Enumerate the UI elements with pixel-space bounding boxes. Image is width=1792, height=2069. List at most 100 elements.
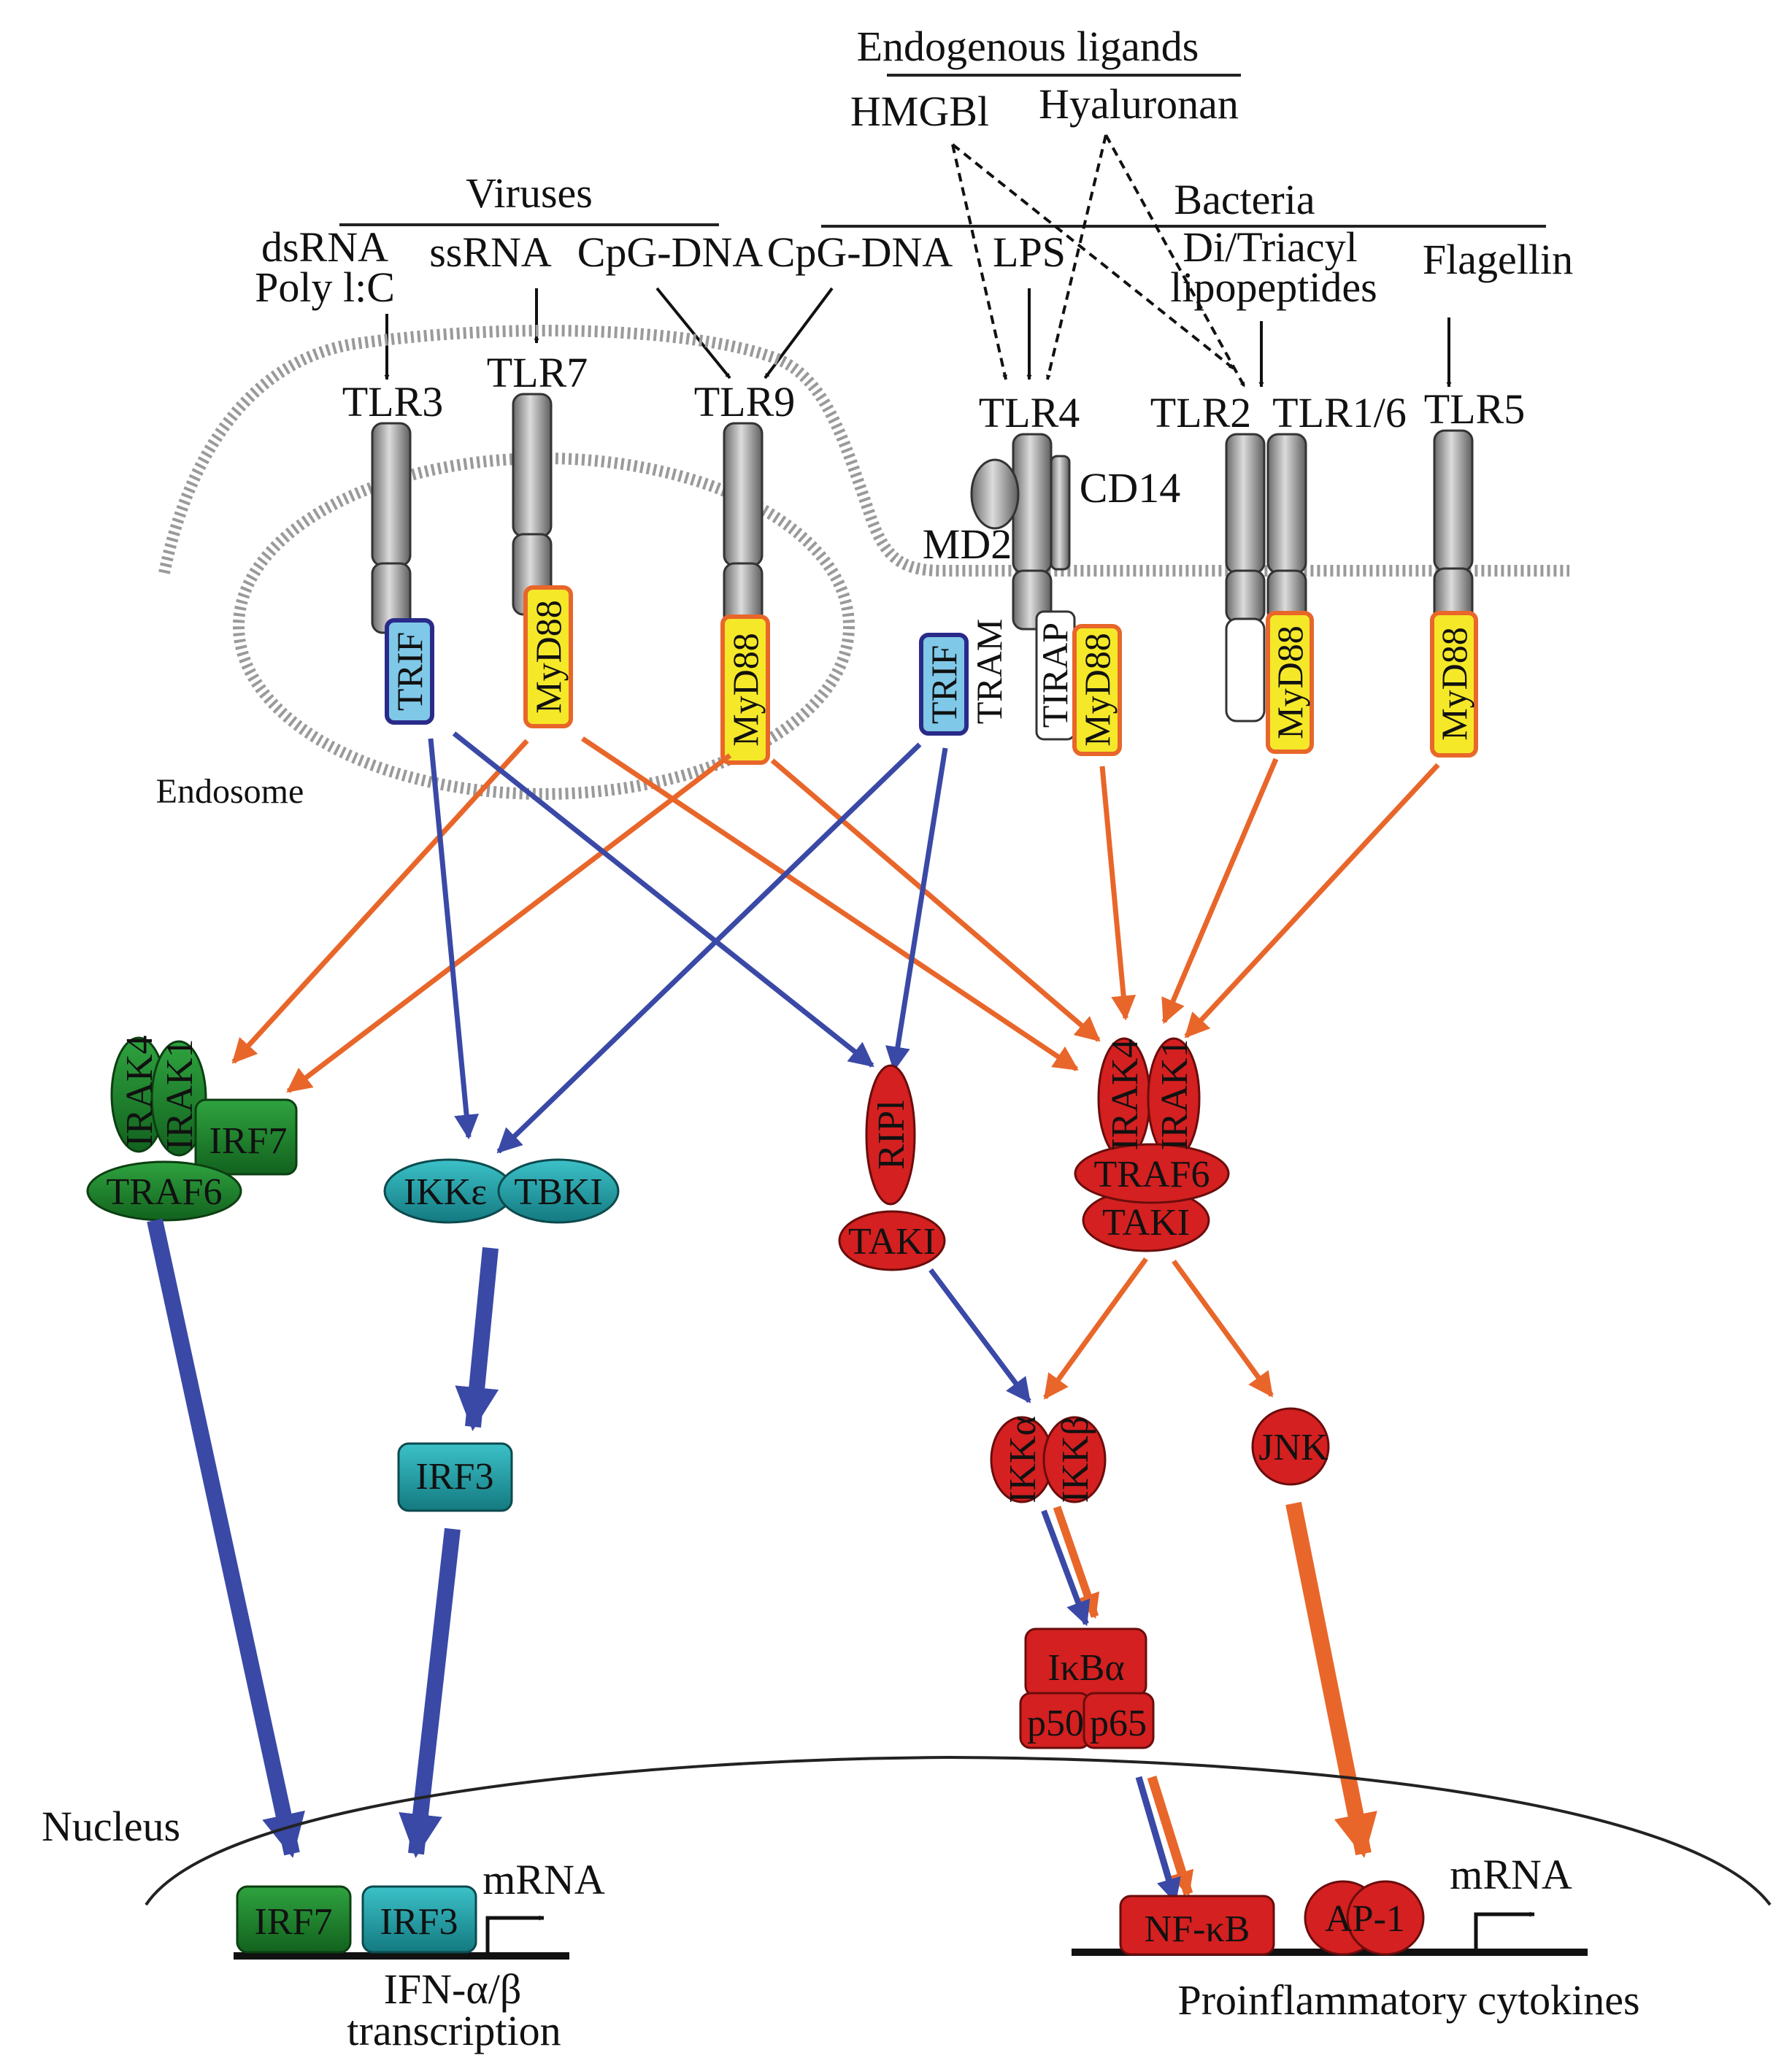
transcription-label: transcription bbox=[347, 2007, 561, 2054]
ligand-ditriacyl: Di/Triacyl bbox=[1183, 223, 1358, 271]
nuclear-membrane bbox=[145, 1755, 1772, 1906]
ikk-to-ikba-blue-arrow bbox=[1041, 1509, 1091, 1627]
endogenous-dashed-arrows bbox=[951, 134, 1246, 388]
svg-text:TRIF: TRIF bbox=[389, 632, 430, 711]
nfkb-ap1-nuclear-complex bbox=[1119, 1880, 1425, 1956]
tlr3-label: TLR3 bbox=[342, 378, 444, 425]
header-bacteria: Bacteria bbox=[1174, 176, 1315, 223]
p50-label: p50 bbox=[1027, 1703, 1084, 1744]
svg-text:TRAM: TRAM bbox=[969, 619, 1010, 724]
tlr7-label: TLR7 bbox=[487, 349, 588, 396]
ligand-cpg-dna-2: CpG-DNA bbox=[767, 228, 953, 276]
mrna-label-left: mRNA bbox=[482, 1856, 605, 1903]
ligand-hmgb1: HMGBl bbox=[850, 88, 989, 135]
irak4-label-red: IRAK4 bbox=[1104, 1039, 1146, 1150]
traf6-label-green: TRAF6 bbox=[107, 1171, 223, 1213]
tirap-adapter: TIRAP bbox=[1034, 610, 1076, 741]
ligand-lps: LPS bbox=[993, 228, 1066, 276]
tlr4-label: TLR4 bbox=[979, 389, 1080, 436]
tbk1-to-irf3-arrow bbox=[455, 1247, 499, 1431]
trif-adapter-tlr4: TRIF bbox=[919, 633, 969, 736]
ikkb-label: IKKβ bbox=[1055, 1417, 1096, 1503]
svg-text:TIRAP: TIRAP bbox=[1034, 623, 1075, 728]
rip1-label: RIPl bbox=[871, 1100, 912, 1169]
myd88-adapter-tlr5: MyD88 bbox=[1430, 611, 1478, 758]
myd88-adapter-tlr2: MyD88 bbox=[1266, 611, 1314, 754]
tram-adapter: TRAM bbox=[969, 619, 1010, 724]
jnk-node bbox=[1251, 1407, 1330, 1486]
promoter-arrow-left bbox=[485, 1915, 545, 1952]
irak4-label-green: IRAK4 bbox=[119, 1035, 161, 1147]
md2-label: MD2 bbox=[923, 520, 1012, 568]
jnk-label: JNK bbox=[1258, 1427, 1328, 1468]
nfkb-translocation-orange-arrow bbox=[1147, 1776, 1194, 1897]
tlr2-label: TLR2 bbox=[1150, 389, 1252, 436]
header-endogenous-ligands: Endogenous ligands bbox=[857, 23, 1199, 70]
ikba-nfkb-complex bbox=[1019, 1627, 1155, 1749]
endosome-label: Endosome bbox=[156, 772, 304, 811]
irf7-irf3-nuclear-complex bbox=[236, 1885, 477, 1954]
tlr16-label: TLR1/6 bbox=[1272, 389, 1407, 436]
rip1-tak1-complex bbox=[838, 1064, 946, 1271]
tlr5-label: TLR5 bbox=[1424, 385, 1526, 433]
mrna-label-right: mRNA bbox=[1450, 1851, 1572, 1898]
p65-label: p65 bbox=[1090, 1703, 1147, 1744]
ligand-arrows bbox=[384, 287, 1452, 388]
cd14-label: CD14 bbox=[1080, 464, 1181, 512]
ifn-label: IFN-α/β bbox=[384, 1965, 522, 2013]
svg-text:TRIF: TRIF bbox=[923, 645, 964, 724]
trif-adapter-endosome: TRIF bbox=[385, 618, 434, 725]
irf7-label-cyto: IRF7 bbox=[209, 1120, 288, 1162]
ikk-alpha-beta-complex bbox=[990, 1416, 1107, 1503]
myd88-adapter-tlr7: MyD88 bbox=[523, 585, 573, 728]
ikka-label: IKKα bbox=[1002, 1416, 1044, 1503]
svg-text:MyD88: MyD88 bbox=[1269, 625, 1310, 739]
ligand-cpg-dna-1: CpG-DNA bbox=[577, 228, 764, 276]
tlr2-receptor bbox=[1225, 433, 1266, 723]
traf6-label-red: TRAF6 bbox=[1094, 1154, 1210, 1195]
tak1-label-left: TAKI bbox=[848, 1221, 936, 1263]
tlr5-receptor bbox=[1433, 429, 1474, 628]
promoter-arrow-right bbox=[1474, 1911, 1535, 1949]
nfkb-translocation-blue-arrow bbox=[1135, 1776, 1181, 1904]
ikke-tbk1-complex bbox=[383, 1158, 620, 1224]
tbk1-label: TBKI bbox=[514, 1171, 602, 1213]
ap1-label: AP-1 bbox=[1325, 1898, 1405, 1940]
irf7-label-nucleus: IRF7 bbox=[255, 1901, 333, 1943]
ligand-ssrna: ssRNA bbox=[429, 228, 552, 276]
tlr16-receptor bbox=[1266, 433, 1307, 623]
irf3-cyto bbox=[397, 1442, 513, 1512]
irf3-label-cyto: IRF3 bbox=[416, 1456, 494, 1498]
tlr3-receptor bbox=[371, 422, 412, 634]
ligand-hyaluronan: Hyaluronan bbox=[1039, 80, 1239, 128]
irf3-to-nucleus-arrow bbox=[399, 1527, 461, 1858]
tlr4-receptor bbox=[970, 433, 1071, 631]
ikba-label: IκBα bbox=[1047, 1647, 1124, 1689]
jnk-to-ap1-arrow bbox=[1285, 1501, 1377, 1858]
cytokines-label: Proinflammatory cytokines bbox=[1177, 1976, 1639, 2024]
ligand-lipopeptides: lipopeptides bbox=[1170, 263, 1377, 311]
irak1-label-green: IRAK1 bbox=[159, 1039, 201, 1150]
myd88-adapter-tlr9: MyD88 bbox=[720, 614, 770, 765]
myd88-adapter-tlr4: MyD88 bbox=[1072, 624, 1122, 756]
ikke-label: IKKε bbox=[404, 1171, 487, 1213]
ligand-polyic: Poly l:C bbox=[255, 263, 395, 311]
nucleus-label: Nucleus bbox=[42, 1803, 180, 1850]
ikk-to-ikba-orange-arrow bbox=[1053, 1506, 1100, 1619]
svg-text:MyD88: MyD88 bbox=[725, 633, 766, 747]
svg-text:MyD88: MyD88 bbox=[1434, 627, 1474, 741]
svg-text:MyD88: MyD88 bbox=[1077, 633, 1118, 747]
tak1-label-right: TAKI bbox=[1102, 1202, 1190, 1244]
irak-irf7-traf6-complex bbox=[86, 1036, 298, 1222]
irf3-label-nucleus: IRF3 bbox=[380, 1901, 458, 1943]
tlr9-label: TLR9 bbox=[694, 378, 796, 425]
nfkb-label: NF-κB bbox=[1145, 1908, 1250, 1950]
tlr9-receptor bbox=[723, 422, 764, 627]
svg-text:MyD88: MyD88 bbox=[528, 600, 569, 714]
irf7-to-nucleus-arrow bbox=[147, 1218, 305, 1858]
tlr7-receptor bbox=[512, 393, 553, 616]
header-viruses: Viruses bbox=[466, 169, 593, 217]
ligand-dsrna: dsRNA bbox=[261, 223, 388, 271]
trif-pathway-arrows bbox=[428, 731, 1031, 1403]
